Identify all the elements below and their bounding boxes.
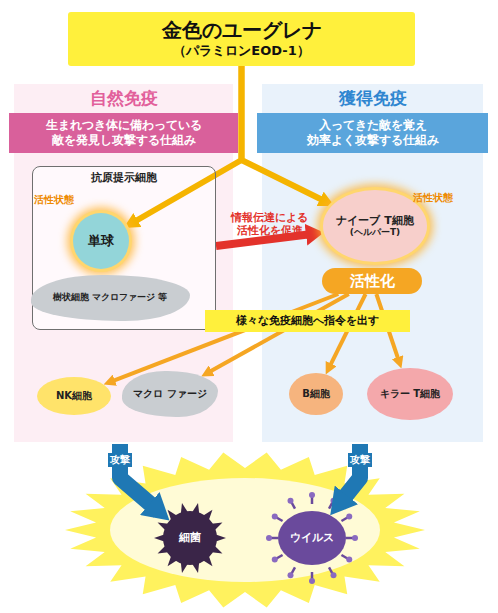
connector-arrow <box>206 294 348 374</box>
node-text: 活性化 <box>350 272 395 291</box>
virus-icon: ウイルス <box>278 511 346 565</box>
command-banner: 様々な免疫細胞へ指令を出す <box>205 310 410 332</box>
node-text: NK細胞 <box>56 390 92 403</box>
node-text: 入ってきた敵を覚え 効率よく攻撃する仕組み <box>257 118 488 148</box>
node-text: B細胞 <box>302 388 330 401</box>
node-subtext: （パラミロンEOD-1） <box>173 43 309 59</box>
node-text: マクロ ファージ <box>133 388 206 401</box>
node-text: 様々な免疫細胞へ指令を出す <box>236 314 379 328</box>
cell-ellipse: B細胞 <box>289 373 343 415</box>
node-text: キラー T細胞 <box>380 388 440 401</box>
cell-blob: マクロ ファージ <box>122 371 218 417</box>
attack-label: 攻撃 <box>348 453 372 467</box>
node-text: ウイルス <box>290 531 334 545</box>
attack-label: 攻撃 <box>108 453 132 467</box>
node-text: 単球 <box>88 233 114 249</box>
description-banner: 入ってきた敵を覚え 効率よく攻撃する仕組み <box>257 113 488 153</box>
state-label: 活性状態 <box>34 194 74 206</box>
title-box: 金色のユーグレナ（パラミロンEOD-1） <box>68 12 415 66</box>
group-box: 抗原提示細胞単球樹状細胞 マクロファージ 等 <box>32 166 216 330</box>
node-text: 金色のユーグレナ <box>162 18 322 43</box>
innate-panel: 自然免疫生まれつき体に備わっている 敵を発見し攻撃する仕組み抗原提示細胞単球樹状… <box>14 84 233 442</box>
node-subtext: (ヘルパーT) <box>350 227 400 238</box>
node-text: ナイーブ T細胞 <box>336 214 413 228</box>
cell-ellipse: NK細胞 <box>37 377 111 415</box>
node-text: 樹状細胞 マクロファージ 等 <box>53 292 167 303</box>
state-label: 活性状態 <box>413 192 453 204</box>
edge-label: 情報伝達による 活性化を促進 <box>223 210 317 238</box>
cell-circle: ナイーブ T細胞(ヘルパーT) <box>323 190 427 262</box>
node-text: 生まれつき体に備わっている 敵を発見し攻撃する仕組み <box>9 118 238 148</box>
acquired-panel: 獲得免疫入ってきた敵を覚え 効率よく攻撃する仕組みナイーブ T細胞(ヘルパーT)… <box>262 84 483 442</box>
bacteria-icon: 細菌 <box>163 511 217 565</box>
cell-blob: 樹状細胞 マクロファージ 等 <box>31 275 190 321</box>
node-text: 獲得免疫 <box>339 88 407 109</box>
node-text: 自然免疫 <box>90 88 158 109</box>
activation-pill: 活性化 <box>322 268 422 294</box>
cell-circle: 単球 <box>73 213 129 269</box>
node-text: 細菌 <box>179 531 201 545</box>
cell-ellipse: キラー T細胞 <box>367 368 453 420</box>
description-banner: 生まれつき体に備わっている 敵を発見し攻撃する仕組み <box>9 113 238 153</box>
bacteria-spikes <box>154 503 226 573</box>
node-text: 抗原提示細胞 <box>91 171 157 185</box>
